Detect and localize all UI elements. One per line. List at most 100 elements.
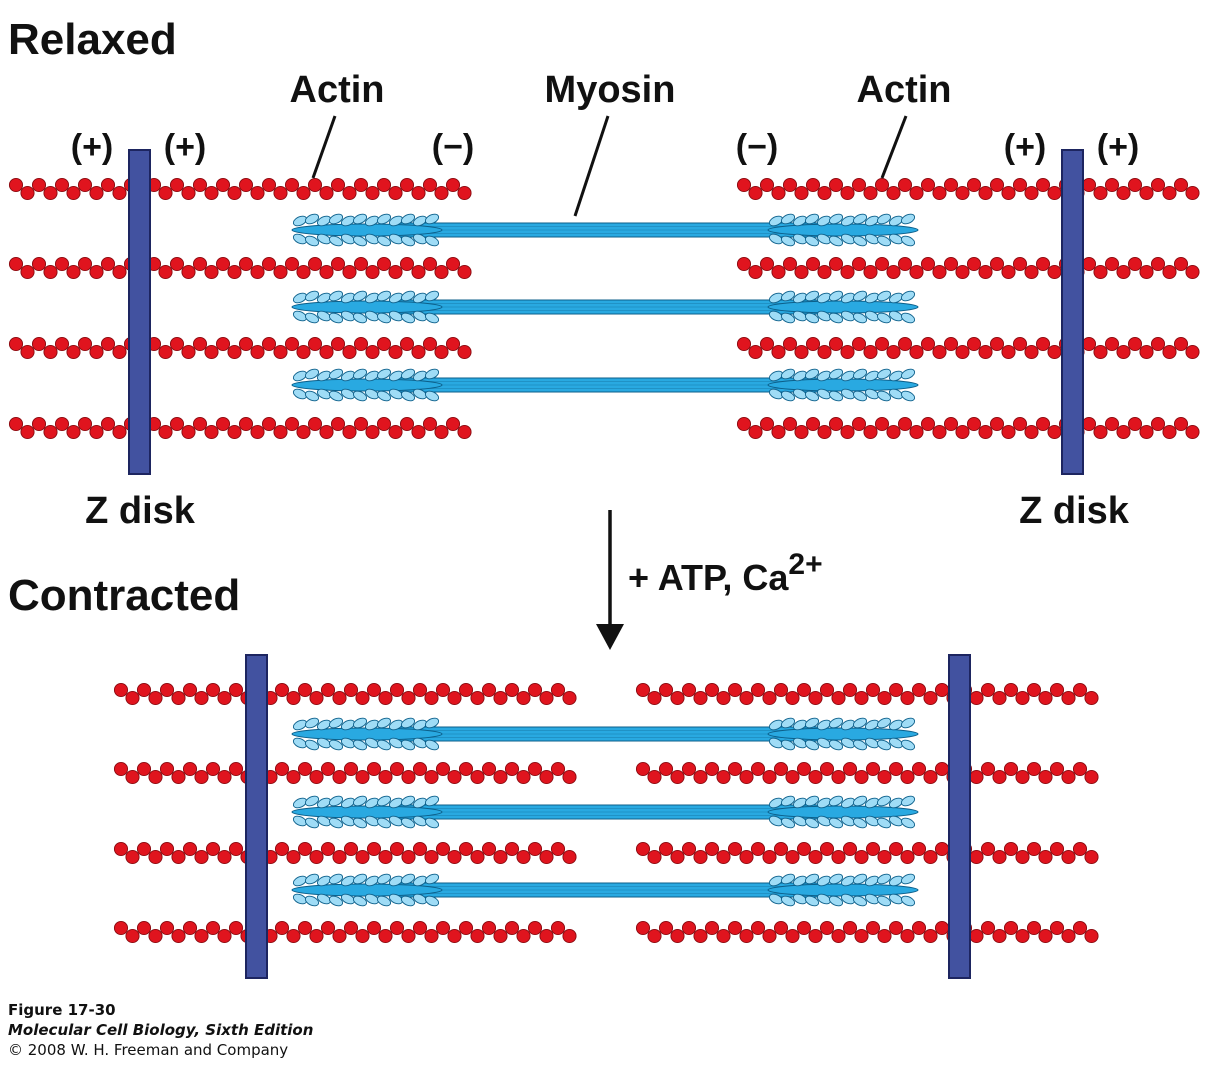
actin-monomer — [458, 920, 474, 936]
actin-filament — [8, 336, 472, 360]
myosin-head — [828, 873, 844, 885]
relaxed-panel: Relaxed Actin Myosin Actin (+) (+) (−) (… — [8, 15, 1200, 532]
myosin-head — [876, 873, 892, 885]
actin-monomer — [158, 344, 173, 360]
actin-monomer — [411, 344, 426, 360]
actin-monomer — [181, 344, 196, 360]
actin-monomer — [550, 920, 566, 936]
actin-monomer — [1084, 928, 1099, 944]
actin-monomer — [1003, 920, 1019, 936]
actin-monomer — [125, 928, 140, 944]
actin-monomer — [932, 185, 947, 201]
actin-monomer — [808, 769, 823, 785]
myosin-head — [900, 817, 916, 829]
actin-monomer — [888, 841, 904, 857]
myosin-head — [852, 213, 868, 225]
actin-monomer — [296, 185, 311, 201]
actin-monomer — [215, 177, 231, 193]
actin-monomer — [969, 928, 984, 944]
actin-monomer — [1093, 424, 1108, 440]
actin-monomer — [647, 690, 662, 706]
actin-monomer — [1026, 682, 1042, 698]
actin-monomer — [992, 849, 1007, 865]
actin-monomer — [136, 761, 152, 777]
myosin-head — [376, 873, 392, 885]
actin-monomer — [20, 264, 35, 280]
actin-monomer — [785, 690, 800, 706]
actin-monomer — [227, 264, 242, 280]
plus-end-label: (+) — [1097, 128, 1140, 166]
myosin-head — [900, 368, 916, 380]
actin-monomer — [332, 849, 347, 865]
actin-monomer — [550, 841, 566, 857]
actin-monomer — [1061, 928, 1076, 944]
actin-monomer — [422, 336, 438, 352]
actin-monomer — [759, 256, 775, 272]
actin-monomer — [435, 841, 451, 857]
myosin-head — [828, 235, 844, 247]
myosin-head — [852, 717, 868, 729]
actin-monomer — [458, 841, 474, 857]
myosin-head — [376, 312, 392, 324]
actin-monomer — [399, 416, 415, 432]
actin-monomer — [125, 690, 140, 706]
actin-monomer — [562, 690, 577, 706]
actin-monomer — [273, 424, 288, 440]
actin-monomer — [681, 920, 697, 936]
actin-monomer — [319, 344, 334, 360]
actin-monomer — [1093, 264, 1108, 280]
actin-monomer — [923, 928, 938, 944]
actin-monomer — [378, 769, 393, 785]
actin-monomer — [863, 344, 878, 360]
actin-monomer — [819, 682, 835, 698]
actin-monomer — [771, 264, 786, 280]
actin-monomer — [750, 761, 766, 777]
myosin-head — [804, 312, 820, 324]
copyright-line: © 2008 W. H. Freeman and Company — [8, 1041, 289, 1059]
actin-monomer — [785, 928, 800, 944]
myosin-head — [804, 717, 820, 729]
actin-monomer — [886, 424, 901, 440]
myosin-thick-filament — [291, 368, 919, 402]
actin-monomer — [100, 336, 116, 352]
myosin-head — [780, 895, 796, 907]
actin-monomer — [355, 690, 370, 706]
actin-monomer — [250, 344, 265, 360]
actin-monomer — [911, 761, 927, 777]
actin-monomer — [842, 682, 858, 698]
actin-monomer — [434, 185, 449, 201]
myosin-head — [780, 368, 796, 380]
actin-monomer — [182, 920, 198, 936]
actin-monomer — [422, 177, 438, 193]
actin-monomer — [66, 264, 81, 280]
actin-monomer — [366, 841, 382, 857]
actin-monomer — [1104, 256, 1120, 272]
actin-monomer — [782, 256, 798, 272]
actin-monomer — [911, 682, 927, 698]
actin-monomer — [819, 761, 835, 777]
actin-monomer — [205, 920, 221, 936]
actin-monomer — [828, 336, 844, 352]
actin-monomer — [955, 185, 970, 201]
actin-monomer — [1081, 256, 1097, 272]
myosin-head — [328, 717, 344, 729]
actin-monomer — [897, 336, 913, 352]
actin-monomer — [980, 841, 996, 857]
actin-monomer — [284, 177, 300, 193]
actin-monomer — [1173, 336, 1189, 352]
actin-monomer — [159, 841, 175, 857]
actin-monomer — [342, 185, 357, 201]
actin-monomer — [250, 264, 265, 280]
actin-monomer — [424, 849, 439, 865]
actin-monomer — [831, 769, 846, 785]
actin-monomer — [966, 336, 982, 352]
actin-monomer — [343, 841, 359, 857]
actin-monomer — [192, 416, 208, 432]
actin-monomer — [943, 256, 959, 272]
actin-monomer — [77, 177, 93, 193]
actin-monomer — [411, 264, 426, 280]
atp-calcium-label: + ATP, Ca2+ — [628, 548, 823, 598]
actin-monomer — [1185, 185, 1200, 201]
actin-filament — [113, 682, 577, 706]
myosin-head — [900, 795, 916, 807]
